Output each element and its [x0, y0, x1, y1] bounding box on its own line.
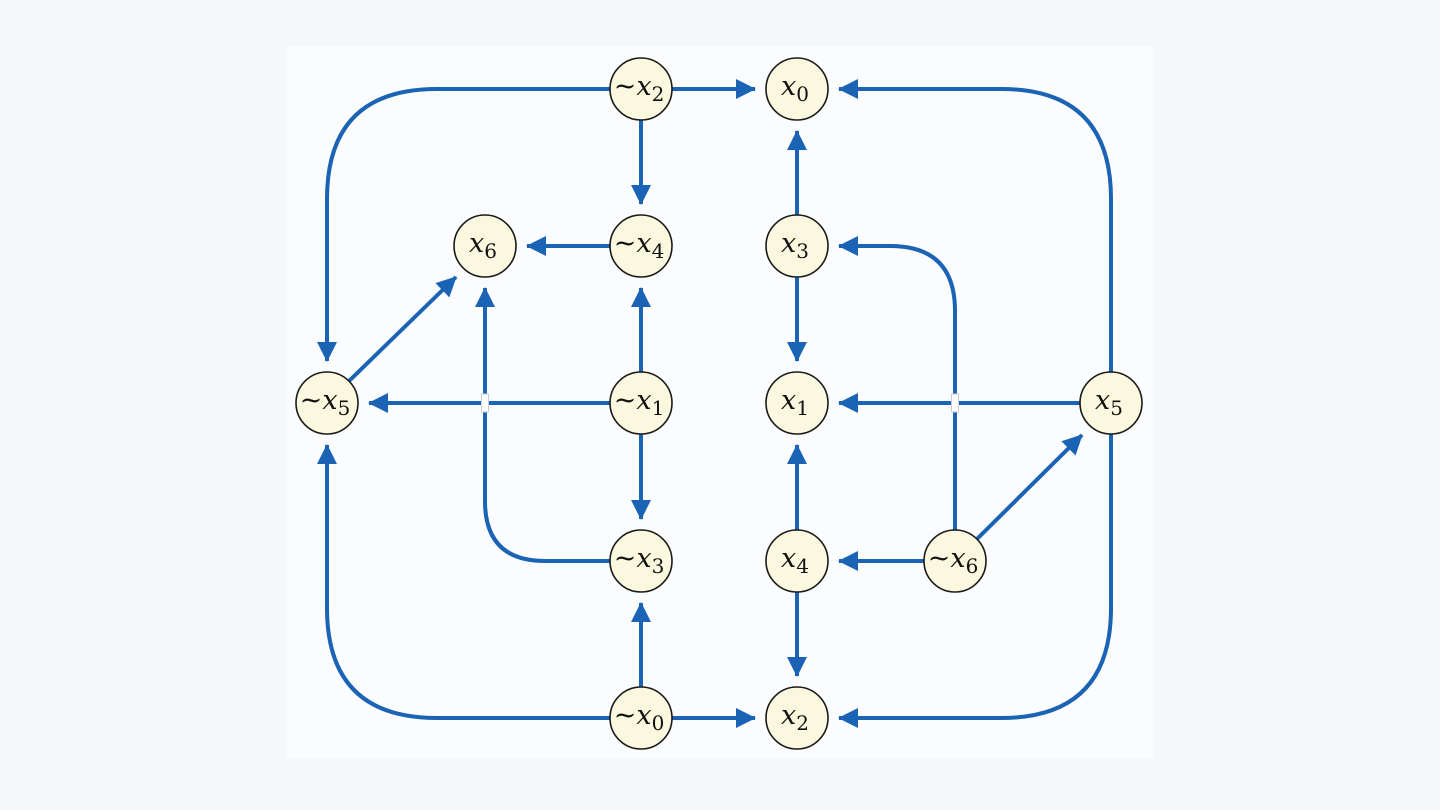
node-nx6: ~x6 — [923, 529, 987, 593]
node-subscript: 0 — [652, 711, 665, 735]
node-circle — [295, 371, 359, 435]
node-circle — [1079, 371, 1143, 435]
node-variable: x — [636, 385, 651, 416]
node-nx3: ~x3 — [609, 529, 673, 593]
node-label: x1 — [781, 385, 809, 420]
node-label: x3 — [781, 228, 809, 263]
node-subscript: 2 — [796, 711, 809, 735]
node-label: ~x4 — [614, 228, 665, 263]
node-x2: x2 — [765, 686, 829, 750]
node-variable: x — [469, 228, 484, 259]
node-label: ~x0 — [614, 700, 665, 735]
node-x3: x3 — [765, 214, 829, 278]
node-subscript: 0 — [796, 82, 809, 106]
node-variable: x — [636, 228, 651, 259]
node-label: x4 — [781, 543, 809, 578]
node-subscript: 4 — [796, 554, 809, 578]
node-subscript: 3 — [652, 554, 665, 578]
node-label: ~x6 — [928, 543, 979, 578]
negation-tilde: ~ — [614, 385, 637, 416]
node-circle — [453, 214, 517, 278]
node-subscript: 6 — [966, 554, 979, 578]
node-label: ~x1 — [614, 385, 665, 420]
edge-nx3-to-x6 — [475, 287, 610, 563]
node-variable: x — [636, 700, 651, 731]
node-subscript: 5 — [338, 396, 351, 420]
node-label: ~x5 — [300, 385, 351, 420]
crossing-gaps-layer — [481, 393, 959, 413]
node-x0: x0 — [765, 57, 829, 121]
node-variable: x — [781, 700, 796, 731]
node-variable: x — [322, 385, 337, 416]
node-circle — [609, 686, 673, 750]
edge-nx2-to-nx5 — [317, 87, 610, 362]
node-nx2: ~x2 — [609, 57, 673, 121]
node-x1: x1 — [765, 371, 829, 435]
edge-nx6-to-x3 — [838, 236, 957, 530]
node-subscript: 5 — [1110, 396, 1123, 420]
edge-x5-to-x2 — [838, 434, 1113, 728]
node-label: x6 — [469, 228, 497, 263]
edge-nx6-to-x5 — [975, 433, 1084, 541]
node-subscript: 3 — [796, 239, 809, 263]
node-label: ~x2 — [614, 71, 665, 106]
negation-tilde: ~ — [300, 385, 323, 416]
edge-nx5-to-x6 — [347, 275, 458, 383]
node-circle — [609, 57, 673, 121]
node-circle — [609, 529, 673, 593]
node-circle — [609, 214, 673, 278]
node-circle — [765, 214, 829, 278]
node-circle — [609, 371, 673, 435]
edge-nx0-to-nx5 — [317, 444, 610, 720]
negation-tilde: ~ — [928, 543, 951, 574]
node-variable: x — [781, 543, 796, 574]
node-variable: x — [1095, 385, 1110, 416]
node-label: x0 — [781, 71, 809, 106]
edge-x5-to-x0 — [838, 79, 1113, 372]
edges-layer — [317, 79, 1113, 728]
node-circle — [765, 57, 829, 121]
node-circle — [765, 371, 829, 435]
node-label: x5 — [1095, 385, 1123, 420]
node-variable: x — [781, 228, 796, 259]
node-nx5: ~x5 — [295, 371, 359, 435]
node-label: x2 — [781, 700, 809, 735]
negation-tilde: ~ — [614, 71, 637, 102]
node-circle — [765, 686, 829, 750]
node-variable: x — [636, 543, 651, 574]
node-nx0: ~x0 — [609, 686, 673, 750]
node-nx4: ~x4 — [609, 214, 673, 278]
node-x5: x5 — [1079, 371, 1143, 435]
node-variable: x — [950, 543, 965, 574]
negation-tilde: ~ — [614, 543, 637, 574]
node-variable: x — [781, 385, 796, 416]
node-subscript: 6 — [484, 239, 497, 263]
node-subscript: 1 — [652, 396, 665, 420]
negation-tilde: ~ — [614, 700, 637, 731]
edge-crossing-gap-2 — [951, 393, 959, 413]
negation-tilde: ~ — [614, 228, 637, 259]
node-circle — [765, 529, 829, 593]
node-variable: x — [636, 71, 651, 102]
node-subscript: 4 — [652, 239, 665, 263]
node-x4: x4 — [765, 529, 829, 593]
node-x6: x6 — [453, 214, 517, 278]
edge-crossing-gap-1 — [481, 393, 489, 413]
node-variable: x — [781, 71, 796, 102]
node-circle — [923, 529, 987, 593]
node-subscript: 1 — [796, 396, 809, 420]
node-label: ~x3 — [614, 543, 665, 578]
node-nx1: ~x1 — [609, 371, 673, 435]
node-subscript: 2 — [652, 82, 665, 106]
